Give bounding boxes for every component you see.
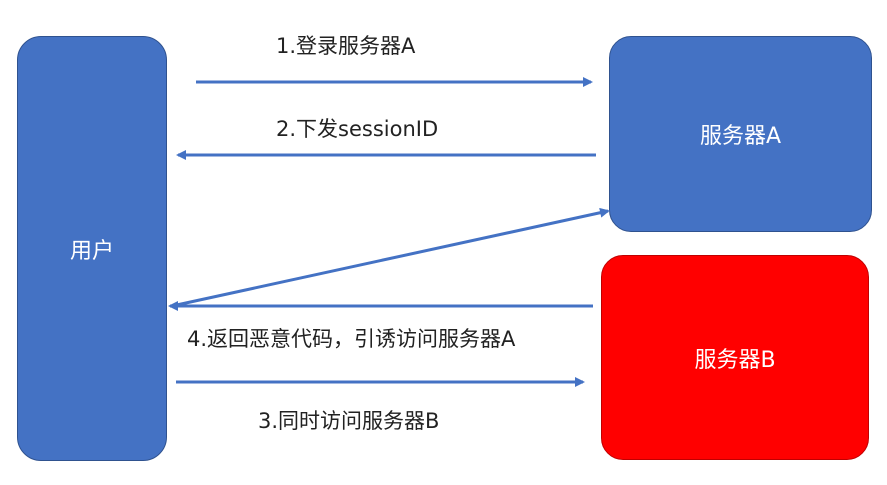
server-b-node-label: 服务器B (694, 347, 776, 373)
step4-label: 4.返回恶意代码，引诱访问服务器A (187, 327, 516, 351)
user-node-label: 用户 (69, 238, 114, 264)
step3-label: 3.同时访问服务器B (258, 409, 440, 433)
server-a-node-label: 服务器A (699, 124, 782, 149)
step2-label: 2.下发sessionID (276, 117, 439, 141)
step1-label: 1.登录服务器A (276, 34, 416, 58)
user-node: 用户 (17, 36, 167, 461)
server-a-node: 服务器A (609, 36, 872, 232)
arrow-step4-redirect (171, 207, 610, 308)
server-b-node: 服务器B (601, 255, 869, 460)
